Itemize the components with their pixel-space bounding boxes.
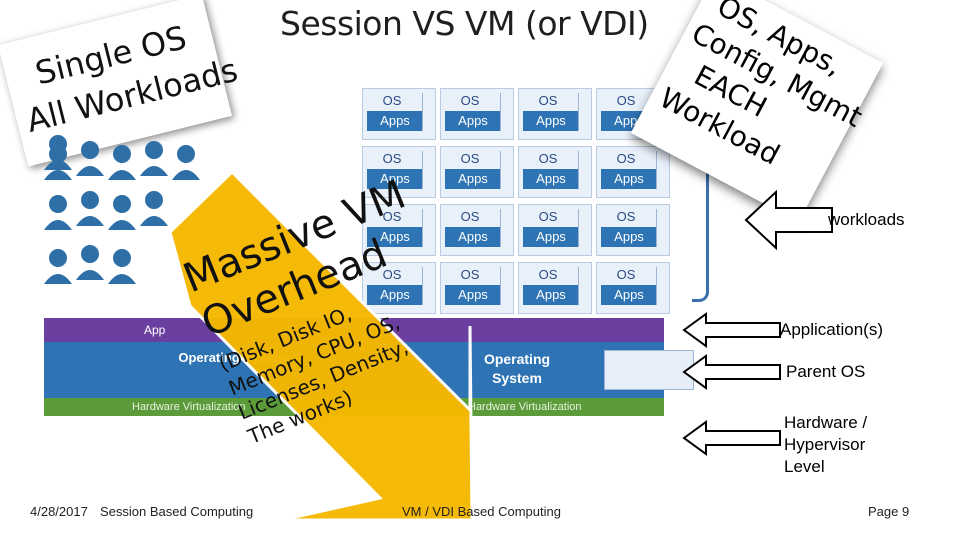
os-bar-server-icon — [604, 350, 694, 390]
app-bar-label: App — [144, 323, 166, 337]
tile-apps-label: Apps — [523, 227, 579, 247]
users-crowd — [40, 130, 260, 315]
tile-os-label: OS — [538, 93, 558, 108]
hardware-arrow-icon — [682, 420, 781, 456]
tile-os-label: OS — [382, 93, 402, 108]
tile-apps-label: Apps — [523, 169, 579, 189]
tile-os-label: OS — [460, 209, 480, 224]
vm-tile: OS Apps — [440, 88, 514, 140]
tile-os-label: OS — [538, 209, 558, 224]
vm-tile: OS Apps — [518, 88, 592, 140]
vm-tile: OS Apps — [596, 204, 670, 256]
tile-os-label: OS — [538, 151, 558, 166]
tile-os-label: OS — [382, 151, 402, 166]
hw-bar-right-label: Hardware Virtualization — [468, 401, 582, 413]
tile-os-label: OS — [538, 267, 558, 282]
footer-center: VM / VDI Based Computing — [402, 504, 561, 519]
workloads-arrow-icon — [744, 190, 833, 250]
tile-apps-label: Apps — [601, 169, 657, 189]
vm-tile: OS Apps — [518, 262, 592, 314]
vm-tile: OS Apps — [518, 204, 592, 256]
vm-tile: OS Apps — [362, 88, 436, 140]
vm-tile: OS Apps — [440, 146, 514, 198]
parent-os-arrow-icon — [682, 354, 781, 390]
vm-tile: OS Apps — [596, 262, 670, 314]
applications-label: Application(s) — [780, 320, 883, 339]
tile-os-label: OS — [616, 93, 636, 108]
footer-left-title: Session Based Computing — [100, 504, 254, 519]
hardware-label: Hardware / Hypervisor Level — [784, 413, 868, 476]
vm-tile: OS Apps — [518, 146, 592, 198]
tile-apps-label: Apps — [523, 285, 579, 305]
grid-bracket — [692, 160, 709, 302]
footer-page: Page 9 — [868, 504, 910, 519]
tile-os-label: OS — [460, 151, 480, 166]
tile-apps-label: Apps — [601, 285, 657, 305]
applications-arrow-icon — [682, 312, 781, 348]
tile-os-label: OS — [460, 93, 480, 108]
workloads-label: workloads — [828, 210, 905, 229]
footer-date: 4/28/2017 — [30, 504, 88, 519]
parent-os-label: Parent OS — [786, 362, 866, 381]
tile-os-label: OS — [616, 151, 636, 166]
tile-apps-label: Apps — [445, 227, 501, 247]
users-icon — [44, 135, 200, 284]
tile-apps-label: Apps — [445, 111, 501, 131]
os-bar-right-label: Operating System — [483, 351, 551, 386]
vm-tile: OS Apps — [596, 146, 670, 198]
tile-apps-label: Apps — [445, 169, 501, 189]
tile-apps-label: Apps — [601, 227, 657, 247]
slide-title: Session VS VM (or VDI) — [280, 4, 649, 43]
tile-os-label: OS — [616, 267, 636, 282]
tile-apps-label: Apps — [367, 111, 423, 131]
tile-os-label: OS — [616, 209, 636, 224]
tile-apps-label: Apps — [523, 111, 579, 131]
